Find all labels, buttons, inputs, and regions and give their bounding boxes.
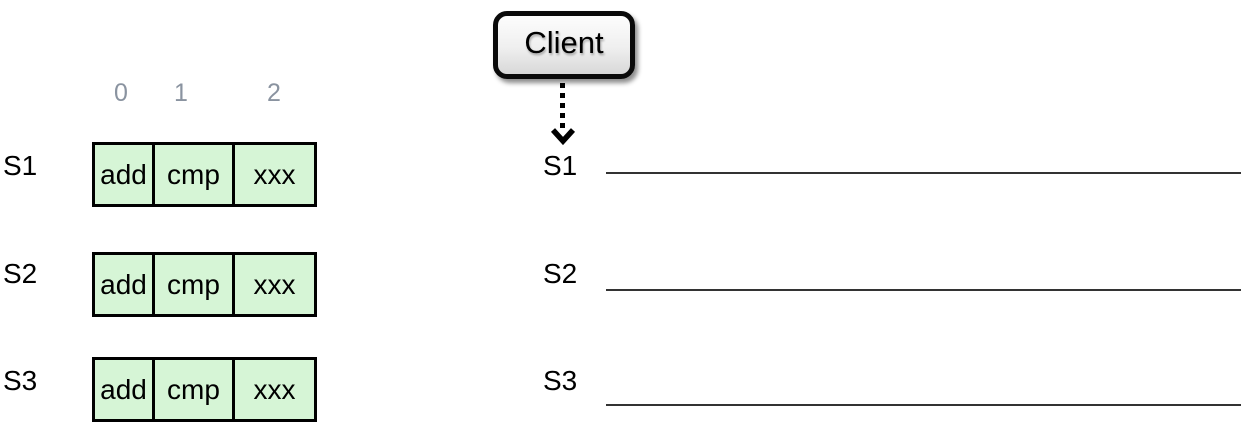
timeline-line — [606, 289, 1241, 291]
arrow-stem — [560, 83, 565, 129]
log-entry-cell: cmp — [152, 142, 235, 207]
log-entry-cell: add — [92, 142, 155, 207]
log-entry-cell: cmp — [152, 252, 235, 317]
log-row: add cmp xxx — [92, 357, 317, 422]
timeline-line — [606, 404, 1241, 406]
log-entry-cell: xxx — [232, 357, 317, 422]
server-label-s1: S1 — [3, 150, 38, 181]
log-entry-cell: add — [92, 252, 155, 317]
log-entry-cell: xxx — [232, 142, 317, 207]
log-index-label: 1 — [174, 79, 188, 107]
log-entry-cell: xxx — [232, 252, 317, 317]
timeline-server-label-s1: S1 — [543, 150, 578, 181]
client-box: Client — [493, 11, 635, 79]
log-index-label: 0 — [114, 79, 128, 107]
log-index-label: 2 — [267, 79, 281, 107]
server-label-s2: S2 — [3, 258, 38, 289]
client-label: Client — [524, 25, 604, 60]
server-label-s3: S3 — [3, 365, 38, 396]
log-row: add cmp xxx — [92, 142, 317, 207]
log-entry-cell: cmp — [152, 357, 235, 422]
timeline-line — [606, 172, 1241, 174]
log-entry-cell: add — [92, 357, 155, 422]
log-row: add cmp xxx — [92, 252, 317, 317]
timeline-server-label-s2: S2 — [543, 258, 578, 289]
arrow-head — [550, 128, 576, 146]
timeline-server-label-s3: S3 — [543, 365, 578, 396]
